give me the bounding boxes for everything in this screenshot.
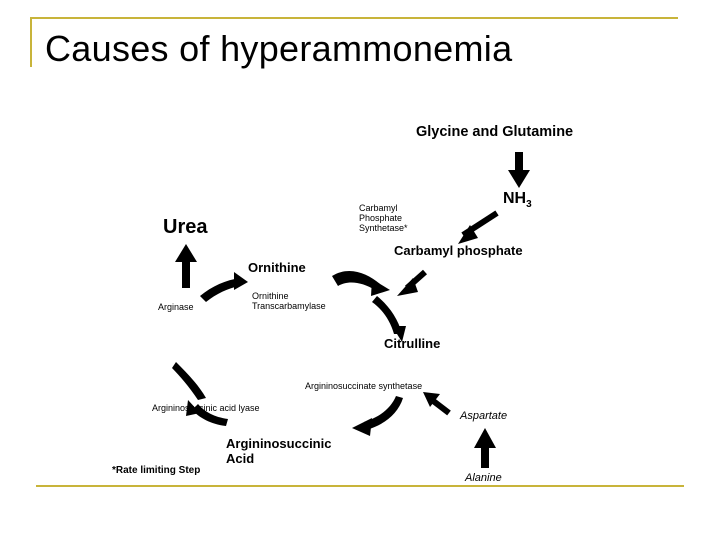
urea-label: Urea bbox=[163, 216, 208, 238]
nh3-text: NH bbox=[503, 190, 527, 207]
arrow-to-urea bbox=[175, 244, 197, 288]
cycle-arrow-head-argininosuccinic bbox=[352, 418, 372, 436]
citrulline-label: Citrulline bbox=[384, 336, 441, 351]
argininosuccinic-acid-lyase-label: Argininosuccinic acid lyase bbox=[152, 403, 260, 413]
cps-enzyme-line-3: Synthetase* bbox=[359, 223, 408, 233]
cycle-arrow-head-ornithine bbox=[371, 279, 390, 296]
cps-enzyme-line-1: Carbamyl bbox=[359, 203, 398, 213]
cycle-arrow-lyase-to-arginase bbox=[172, 362, 206, 400]
otc-enzyme-line-1: Ornithine bbox=[252, 291, 289, 301]
argininosuccinate-synthetase-label: Argininosuccinate synthetase bbox=[305, 381, 423, 391]
frame-left-rule bbox=[30, 17, 32, 67]
cps-enzyme-label: Carbamyl Phosphate Synthetase* bbox=[359, 203, 408, 233]
cycle-arrow-to-citrulline bbox=[372, 296, 402, 334]
frame-bottom-rule bbox=[36, 485, 684, 487]
cycle-arrow-head-lyase bbox=[186, 400, 200, 416]
argininosuccinic-line-1: Argininosuccinic bbox=[226, 436, 332, 451]
arrow-carbamyl-phosphate-to-cycle bbox=[397, 269, 427, 296]
cycle-arrow-arginase-to-ornithine bbox=[200, 278, 240, 302]
ornithine-label: Ornithine bbox=[248, 260, 306, 275]
otc-enzyme-label: Ornithine Transcarbamylase bbox=[252, 291, 326, 311]
carbamyl-phosphate-label: Carbamyl phosphate bbox=[394, 243, 523, 258]
aspartate-label: Aspartate bbox=[460, 410, 508, 422]
cycle-arrow-carbamyl-to-ornithine bbox=[332, 270, 380, 290]
alanine-label: Alanine bbox=[465, 472, 502, 484]
cycle-arrow-head-ornithine-left bbox=[234, 272, 248, 290]
rate-limiting-footnote: *Rate limiting Step bbox=[112, 465, 201, 476]
cycle-arrow-head-citrulline bbox=[392, 326, 406, 342]
arrow-nh3-to-carbamyl-phosphate bbox=[458, 210, 499, 244]
nh3-subscript: 3 bbox=[526, 199, 532, 211]
glycine-glutamine-label: Glycine and Glutamine bbox=[416, 124, 574, 140]
argininosuccinic-acid-label: Argininosuccinic Acid bbox=[226, 436, 331, 466]
cps-enzyme-line-2: Phosphate bbox=[359, 213, 403, 223]
otc-enzyme-line-2: Transcarbamylase bbox=[252, 301, 326, 311]
argininosuccinic-line-2: Acid bbox=[226, 451, 255, 466]
slide-title: Causes of hyperammonemia bbox=[45, 28, 513, 69]
arginase-label: Arginase bbox=[158, 302, 194, 312]
cycle-arrow-citrulline-to-argininosuccinic bbox=[364, 396, 403, 430]
cycle-arrow-argininosuccinic-to-left bbox=[192, 404, 228, 426]
arrow-alanine-to-aspartate bbox=[474, 428, 496, 468]
arrow-glycine-to-nh3 bbox=[508, 152, 530, 188]
arrow-aspartate-to-cycle bbox=[423, 392, 451, 416]
frame-top-rule bbox=[30, 17, 678, 19]
nh3-label: NH3 bbox=[503, 190, 532, 210]
